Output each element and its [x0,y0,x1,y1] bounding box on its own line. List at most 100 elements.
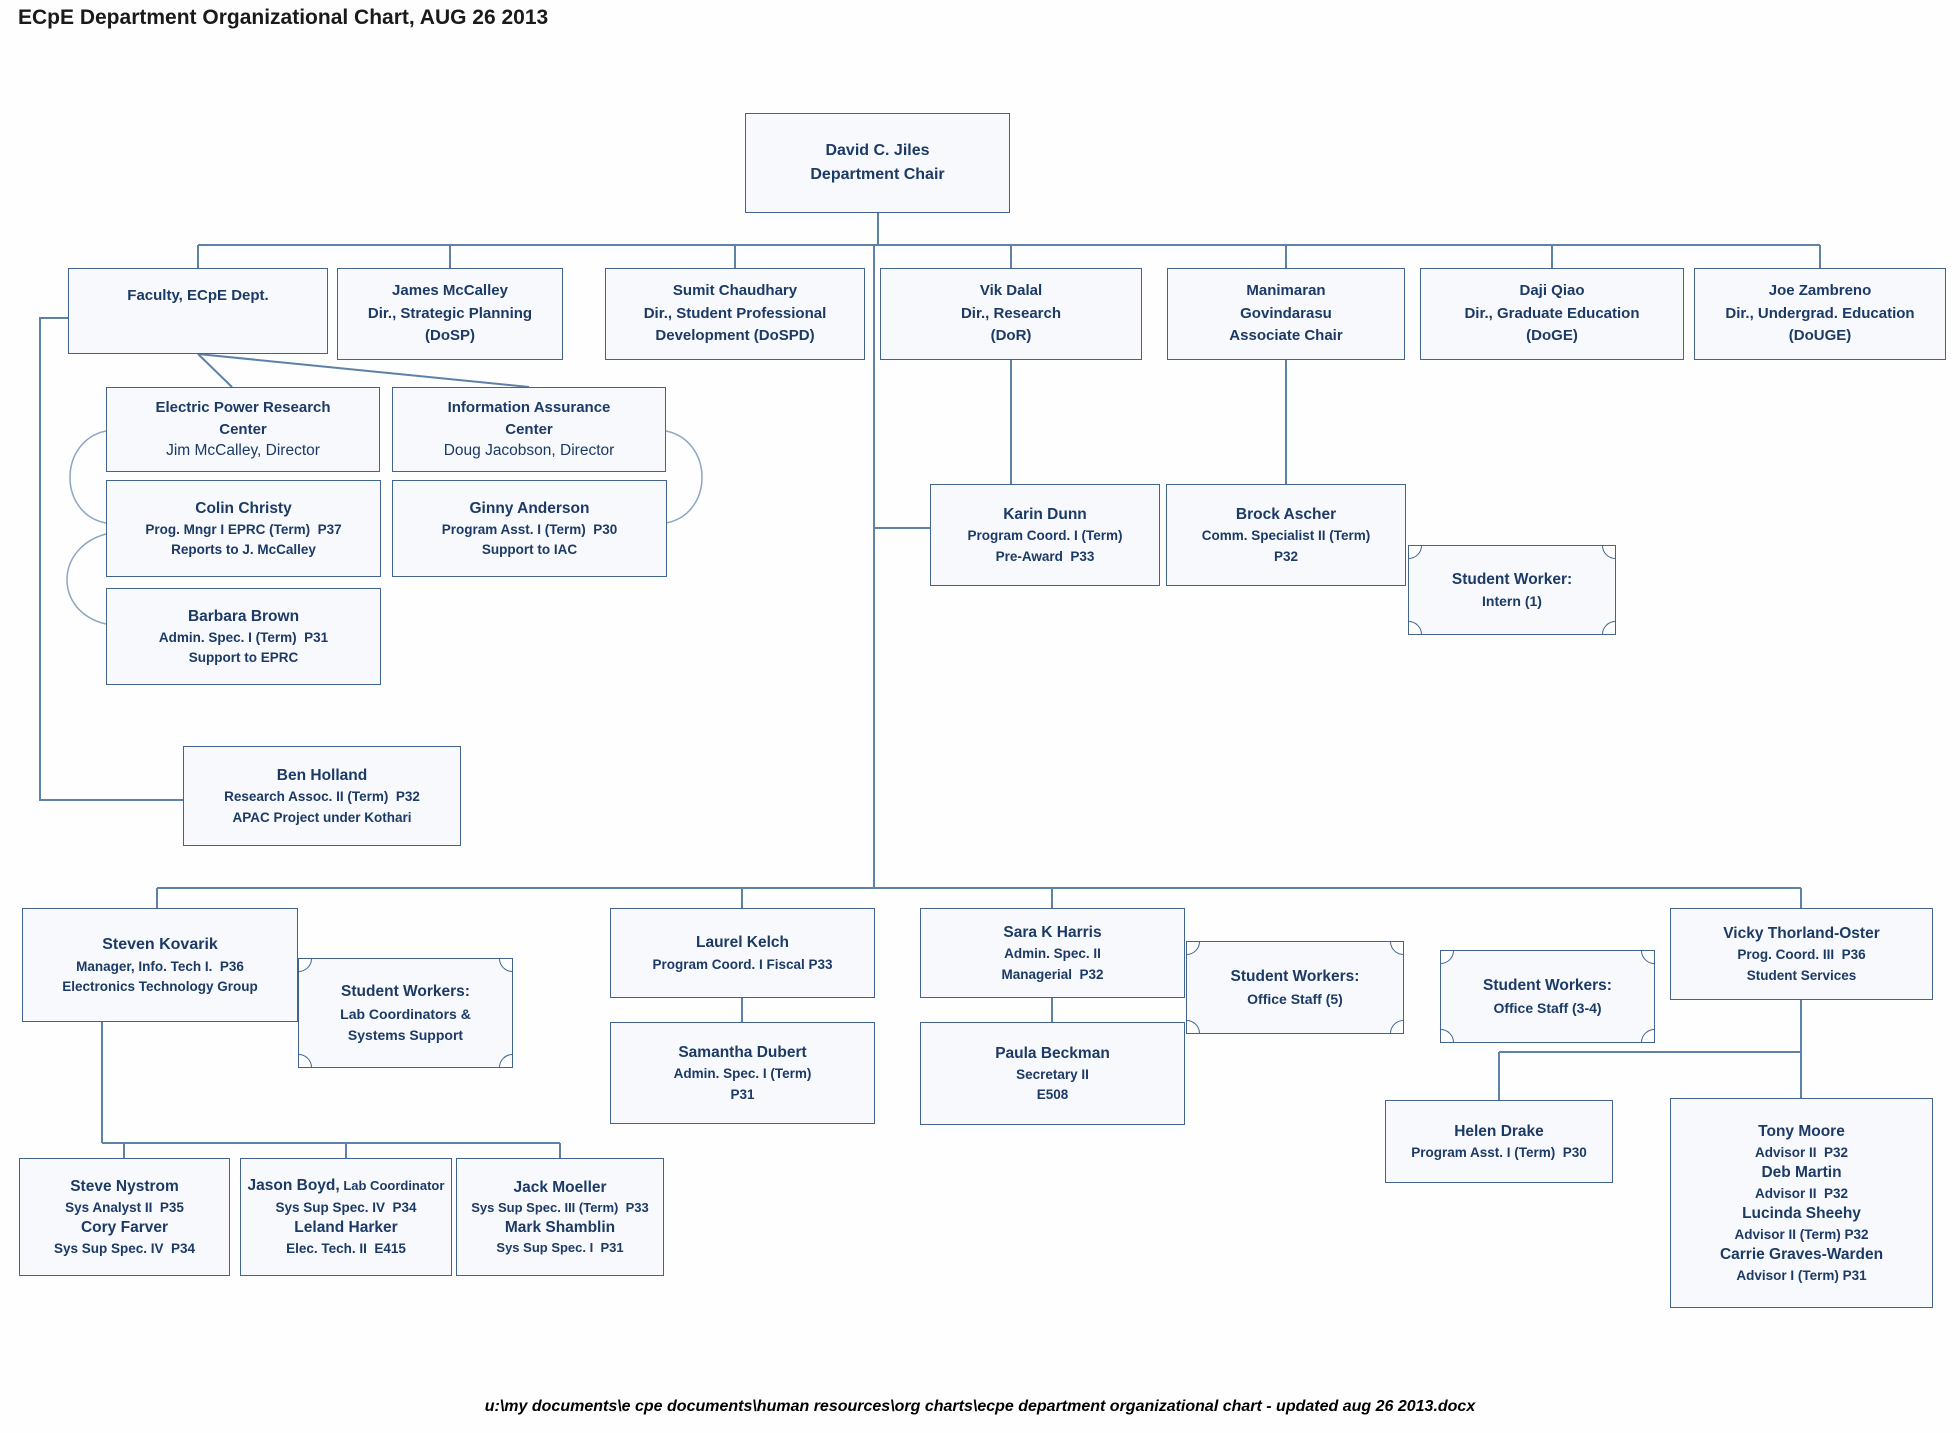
group-label: Faculty, ECpE Dept. [127,287,269,304]
group-label: Student Workers: [1230,968,1360,986]
person-name: Brock Ascher [1235,506,1337,524]
notch-corner-icon [299,1054,312,1067]
notch-corner-icon [499,1054,512,1067]
person-name: Vik Dalal [979,282,1043,300]
box-department-chair: David C. Jiles Department Chair [745,113,1010,213]
person-role: Elec. Tech. II E415 [286,1241,406,1257]
box-nystrom-farver: Steve Nystrom Sys Analyst II P35 Cory Fa… [19,1158,230,1276]
person-role: Dir., Research [960,304,1062,322]
person-note: Managerial P32 [1001,966,1104,982]
center-director: Jim McCalley, Director [166,441,320,459]
person-name: Helen Drake [1454,1122,1544,1140]
box-dir-strategic-planning: James McCalley Dir., Strategic Planning … [337,268,563,360]
person-name: Steven Kovarik [102,935,218,953]
box-associate-chair: Manimaran Govindarasu Associate Chair [1167,268,1405,360]
person-role: Advisor II P32 [1754,1185,1849,1201]
person-name: Ginny Anderson [469,499,590,517]
center-name: Electric Power Research [155,399,331,417]
notch-corner-icon [1409,546,1422,559]
person-name: Lucinda Sheehy [1742,1205,1861,1222]
notch-corner-icon [299,959,312,972]
box-dir-undergrad-education: Joe Zambreno Dir., Undergrad. Education … [1694,268,1946,360]
person-role: Admin. Spec. I (Term) P31 [158,629,329,645]
person-name: Jack Moeller [513,1178,607,1196]
group-detail: Intern (1) [1482,593,1542,610]
box-steven-kovarik: Steven Kovarik Manager, Info. Tech I. P3… [22,908,298,1022]
person-role: Manager, Info. Tech I. P36 [76,958,244,974]
person-role: Dir., Strategic Planning [367,304,533,322]
person-role: (DoGE) [1526,327,1578,345]
box-ginny-anderson: Ginny Anderson Program Asst. I (Term) P3… [392,480,667,577]
notch-corner-icon [1441,951,1454,964]
notch-corner-icon [1187,1020,1200,1033]
center-director: Doug Jacobson, Director [443,441,615,459]
center-name: Center [219,420,267,438]
center-name: Center [505,420,553,438]
plaque-student-workers-office-5: Student Workers: Office Staff (5) [1186,941,1404,1034]
group-detail: Office Staff (3-4) [1493,999,1602,1016]
group-label: Student Worker: [1451,570,1573,588]
person-role: Advisor II P32 [1754,1144,1849,1160]
box-dir-research: Vik Dalal Dir., Research (DoR) [880,268,1142,360]
notch-corner-icon [1602,546,1615,559]
person-role: Dir., Student Professional [643,304,827,322]
person-role: (DoR) [990,327,1032,345]
person-name: Karin Dunn [1003,506,1087,524]
person-name: Carrie Graves-Warden [1719,1246,1884,1264]
person-name: Vicky Thorland-Oster [1723,925,1880,943]
person-role: Development (DoSPD) [655,327,815,345]
person-name: Cory Farver [80,1219,168,1236]
box-dir-student-professional-development: Sumit Chaudhary Dir., Student Profession… [605,268,865,360]
person-role: Advisor I (Term) P31 [1736,1268,1867,1284]
person-name: Joe Zambreno [1768,282,1872,300]
person-role: Dir., Graduate Education [1464,304,1640,322]
person-role: Secretary II [1016,1066,1089,1082]
person-note: Student Services [1746,967,1857,983]
person-name: Sara K Harris [1003,924,1102,942]
person-role: Department Chair [810,166,945,183]
box-moeller-shamblin: Jack Moeller Sys Sup Spec. III (Term) P3… [456,1158,664,1276]
notch-corner-icon [1409,621,1422,634]
plaque-student-workers-office-3-4: Student Workers: Office Staff (3-4) [1440,950,1655,1043]
box-karin-dunn: Karin Dunn Program Coord. I (Term) Pre-A… [930,484,1160,586]
notch-corner-icon [1641,951,1654,964]
box-brock-ascher: Brock Ascher Comm. Specialist II (Term) … [1166,484,1406,586]
person-note: Electronics Technology Group [62,979,258,994]
notch-corner-icon [1390,942,1403,955]
person-role: (DoSP) [425,327,475,345]
person-role: Program Coord. I Fiscal P33 [652,956,833,972]
person-note: Reports to J. McCalley [171,542,316,558]
group-label: Student Workers: [341,983,470,1001]
person-note: Support to EPRC [188,650,299,666]
person-role: Program Coord. I (Term) [967,528,1123,544]
person-name: Sumit Chaudhary [672,282,798,300]
person-note: APAC Project under Kothari [232,809,412,825]
box-helen-drake: Helen Drake Program Asst. I (Term) P30 [1385,1100,1613,1183]
box-dir-graduate-education: Daji Qiao Dir., Graduate Education (DoGE… [1420,268,1684,360]
person-role: Associate Chair [1229,327,1343,345]
person-note: P32 [1273,548,1299,564]
box-samantha-dubert: Samantha Dubert Admin. Spec. I (Term) P3… [610,1022,875,1124]
center-name: Information Assurance [447,399,611,417]
person-role: Admin. Spec. II [1004,946,1101,962]
notch-corner-icon [499,959,512,972]
person-role: Sys Sup Spec. IV P34 [53,1241,196,1256]
person-role: Sys Sup Spec. I P31 [496,1240,624,1255]
group-label: Student Workers: [1483,977,1612,995]
person-name: David C. Jiles [825,142,930,159]
person-role: Program Asst. I (Term) P30 [1411,1145,1587,1160]
notch-corner-icon [1602,621,1615,634]
person-role: Admin. Spec. I (Term) [673,1066,812,1082]
person-note: P31 [730,1086,755,1102]
person-name: Tony Moore [1758,1122,1845,1140]
person-note: Pre-Award P33 [995,548,1095,564]
notch-corner-icon [1641,1029,1654,1042]
person-note: Support to IAC [481,542,578,558]
box-laurel-kelch: Laurel Kelch Program Coord. I Fiscal P33 [610,908,875,998]
person-name: Mark Shamblin [504,1219,616,1236]
person-name: Ben Holland [276,767,368,785]
group-detail: Systems Support [347,1026,464,1043]
person-name: Deb Martin [1761,1163,1842,1181]
box-vicky-thorland-oster: Vicky Thorland-Oster Prog. Coord. III P3… [1670,908,1933,1000]
person-role: Dir., Undergrad. Education [1725,304,1915,322]
